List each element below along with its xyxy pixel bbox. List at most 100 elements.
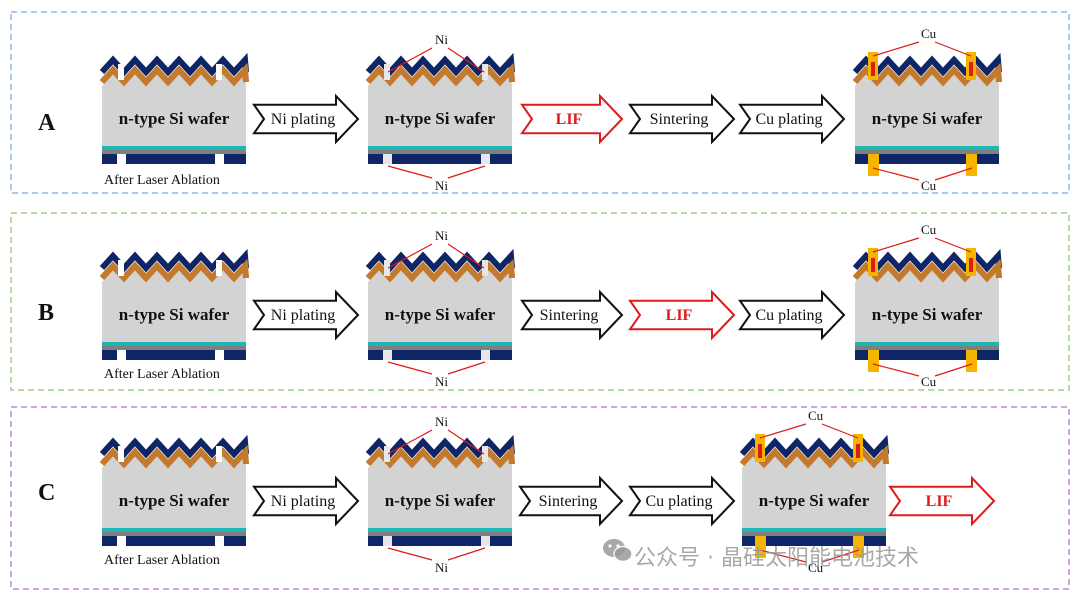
row-a-w3-teal-layer [855, 146, 999, 150]
row-c-w3-front-ni-core-1 [856, 444, 860, 458]
row-a-arrow-1: Ni plating [252, 93, 360, 145]
row-a-w3-rear-cu-0 [868, 154, 879, 176]
row-b-w3-rear-cu-0 [868, 350, 879, 372]
row-b-w3-cu-top-line-l [872, 237, 920, 253]
row-b-w2-navy-texture [365, 248, 515, 273]
row-a-w2-ni-top-label: Ni [435, 32, 448, 47]
row-c-w3-cu-top-line-r [821, 423, 859, 439]
watermark-text: 公众号 · 晶硅太阳能电池技术 [634, 546, 919, 571]
row-b-letter: B [38, 300, 54, 326]
row-c-w3-wafer-label: n-type Si wafer [759, 491, 870, 510]
row-a-w3-navy-rear [855, 154, 999, 164]
row-b-w2-navy-rear [368, 350, 512, 360]
row-c-w2-teal-layer [368, 528, 512, 532]
row-a-w1-front-opening-1 [216, 64, 222, 80]
row-b-w2-ni-top-label: Ni [435, 228, 448, 243]
row-a-w1-si-body [102, 86, 246, 146]
row-c-arrow-4-shape [888, 475, 996, 527]
row-b-w2-rear-ni-0 [383, 350, 392, 360]
row-c-w3-navy-rear [742, 536, 886, 546]
row-b-w3-cu-bottom-line-l [872, 363, 920, 377]
caption-a: After Laser Ablation [104, 173, 220, 188]
row-a-w2-si-top-fill [368, 74, 512, 87]
row-a-arrow-2: LIF [520, 93, 624, 145]
row-b-w1-front-opening-0 [118, 260, 124, 276]
row-c-arrow-1: Ni plating [252, 475, 360, 527]
row-a-arrow-3-label: Sintering [650, 111, 709, 128]
row-a-arrow-3-shape [628, 93, 736, 145]
row-c-w3-cu-bottom-label: Cu [808, 560, 824, 575]
row-b-arrow-1: Ni plating [252, 289, 360, 341]
row-a-w2-front-ni-1 [482, 64, 488, 80]
row-b-w3-navy-rear [855, 350, 999, 360]
row-b-w3-rear-cu-1 [966, 350, 977, 372]
row-b-w1-si-body [102, 282, 246, 342]
caption-c: After Laser Ablation [104, 553, 220, 568]
row-c-w2-si-top-fill [368, 456, 512, 469]
row-b-w3-brown-line [852, 258, 1002, 283]
row-c-w1-front-opening-0 [118, 446, 124, 462]
row-b-arrow-2-label: Sintering [540, 307, 599, 324]
row-b-w3-cu-bottom-line-r [934, 363, 973, 377]
row-c-w3-gray-layer [742, 532, 886, 536]
row-b-w3-si-top-fill [855, 270, 999, 283]
row-c-w2-rear-ni-1 [481, 536, 490, 546]
row-c-w1-navy-texture [99, 434, 249, 459]
row-b-arrow-3: LIF [628, 289, 736, 341]
row-a-w3-navy-texture [852, 52, 1002, 77]
row-b-w3-wafer-label: n-type Si wafer [872, 305, 983, 324]
row-a-w1-brown-line [99, 62, 249, 87]
row-b-w2-front-ni-1 [482, 260, 488, 276]
row-b-arrow-2: Sintering [520, 289, 624, 341]
row-a-w2-wafer-label: n-type Si wafer [385, 109, 496, 128]
row-a-w2-navy-rear [368, 154, 512, 164]
row-a-w3-cu-top-line-r [934, 41, 972, 57]
row-b-w2-si-body [368, 282, 512, 342]
row-a-w2-gray-layer [368, 150, 512, 154]
row-b-w2-front-ni-0 [384, 260, 390, 276]
row-a-w1-navy-rear [102, 154, 246, 164]
row-c-arrow-2-label: Sintering [539, 493, 598, 510]
row-c-arrow-3-label: Cu plating [645, 493, 712, 510]
row-a-w3-si-body [855, 86, 999, 146]
row-a-w3-cu-bottom-label: Cu [921, 178, 937, 193]
row-b-w3-cu-bottom-label: Cu [921, 374, 937, 389]
row-c-w3-cu-top-label: Cu [808, 408, 824, 423]
row-a-arrow-3: Sintering [628, 93, 736, 145]
row-b-w2-gray-layer [368, 346, 512, 350]
row-b-w1-rear-opening-0 [117, 350, 126, 360]
row-c-w2-ni-bottom-line-l [387, 547, 433, 561]
row-b-w1-front-opening-1 [216, 260, 222, 276]
row-c-arrow-1-label: Ni plating [271, 493, 335, 510]
row-c-w2-si-body [368, 468, 512, 528]
row-c-w2-ni-top-line-l [387, 429, 433, 455]
row-a-w2-teal-layer [368, 146, 512, 150]
row-a-w2-rear-ni-0 [383, 154, 392, 164]
caption-b: After Laser Ablation [104, 367, 220, 382]
row-a-w3-rear-cu-1 [966, 154, 977, 176]
row-b-w2-brown-line [365, 258, 515, 283]
row-a-w3-si-top-fill [855, 74, 999, 87]
row-b-w3-front-ni-core-0 [871, 258, 875, 272]
row-c-w1-navy-rear [102, 536, 246, 546]
row-c-arrow-2: Sintering [518, 475, 624, 527]
row-c-w1-teal-layer [102, 528, 246, 532]
row-c-w2-ni-bottom-label: Ni [435, 560, 448, 575]
row-c-w2-brown-line [365, 444, 515, 469]
row-c-w2-front-ni-0 [384, 446, 390, 462]
row-b-w2-ni-top-line-l [387, 243, 433, 269]
row-b-arrow-3-label: LIF [666, 307, 693, 324]
row-b-w3-gray-layer [855, 346, 999, 350]
row-a-w3-front-ni-core-1 [969, 62, 973, 76]
row-c-w3-brown-line [739, 444, 889, 469]
row-b-w2-si-top-fill [368, 270, 512, 283]
row-c-w3-cu-bottom-line-r [821, 549, 860, 563]
row-a-w2-ni-top-line-r [447, 47, 485, 73]
row-a-w1-wafer: n-type Si wafer [99, 52, 249, 164]
row-a-w1-rear-opening-1 [215, 154, 224, 164]
